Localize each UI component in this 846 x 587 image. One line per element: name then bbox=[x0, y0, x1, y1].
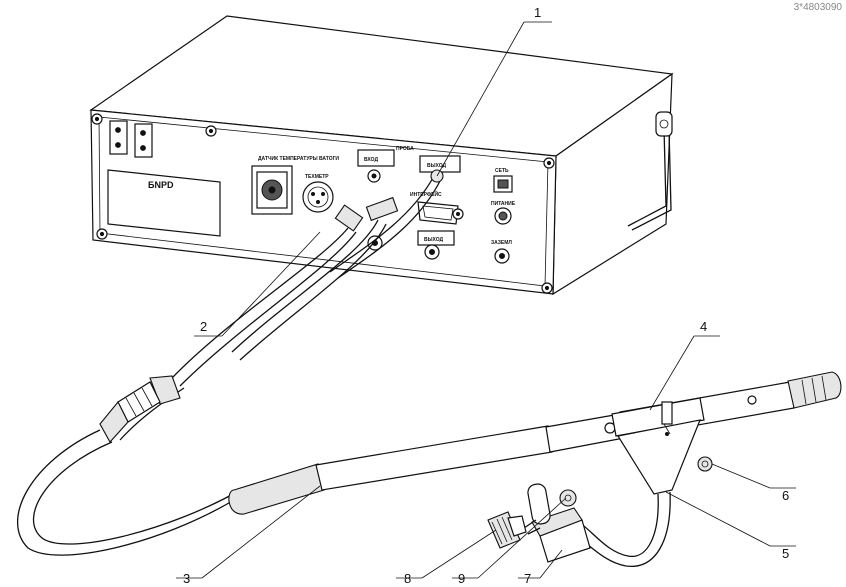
carry-handle bbox=[627, 111, 673, 231]
callout-4: 4 bbox=[700, 319, 707, 334]
fuse-plates bbox=[109, 120, 153, 158]
cables bbox=[17, 169, 444, 556]
clamp-block bbox=[523, 483, 591, 563]
svg-text:ЗАЗЕМЛ: ЗАЗЕМЛ bbox=[491, 240, 512, 246]
cable-gland bbox=[99, 375, 181, 443]
svg-text:ИНТЕРФЕЙС: ИНТЕРФЕЙС bbox=[410, 190, 442, 198]
techmeter-socket: ТЕХМЕТР bbox=[302, 174, 334, 213]
callouts: 1 2 3 4 5 6 7 8 9 bbox=[176, 5, 796, 586]
power-column: СЕТЬ ПИТАНИЕ ЗАЗЕМЛ bbox=[491, 168, 516, 264]
panel-screws bbox=[91, 113, 555, 294]
instrument-box: БNPD ДАТЧИК ТЕМПЕРАТУРЫ ВАТОГИ ТЕХМЕТР В… bbox=[89, 15, 674, 296]
corner-code: 3*4803090 bbox=[794, 2, 843, 13]
callout-8: 8 bbox=[404, 571, 411, 586]
svg-text:ВХОД: ВХОД bbox=[364, 157, 378, 163]
callout-9: 9 bbox=[458, 571, 465, 586]
callout-6: 6 bbox=[782, 488, 789, 503]
callout-2: 2 bbox=[200, 319, 207, 334]
bracket bbox=[611, 397, 705, 495]
probe-assembly bbox=[228, 371, 842, 567]
interface-connector: ИНТЕРФЕЙС bbox=[410, 190, 464, 225]
svg-text:ДАТЧИК ТЕМПЕРАТУРЫ ВАТОГИ: ДАТЧИК ТЕМПЕРАТУРЫ ВАТОГИ bbox=[258, 156, 339, 162]
svg-text:ВЫХОД: ВЫХОД bbox=[424, 237, 444, 243]
probe-label-group: ВХОД ПРОБА ВЫХОД bbox=[357, 146, 461, 183]
temperature-sensor-connector: ДАТЧИК ТЕМПЕРАТУРЫ ВАТОГИ bbox=[251, 156, 339, 215]
knurled-knob bbox=[487, 511, 527, 549]
svg-text:ПРОБА: ПРОБА bbox=[396, 146, 414, 152]
callout-1: 1 bbox=[534, 5, 541, 20]
probe-handle bbox=[228, 463, 325, 515]
svg-text:ТЕХМЕТР: ТЕХМЕТР bbox=[305, 174, 329, 180]
probe-tip bbox=[787, 371, 842, 409]
svg-text:ПИТАНИЕ: ПИТАНИЕ bbox=[491, 201, 516, 207]
round-plug bbox=[334, 204, 364, 232]
bracket-screw bbox=[697, 456, 713, 472]
callout-3: 3 bbox=[183, 571, 190, 586]
logo-text: БNPD bbox=[148, 180, 174, 190]
svg-text:ВЫХОД: ВЫХОД bbox=[427, 163, 447, 169]
probe-tube bbox=[315, 425, 553, 491]
exit-bottom-connector: ВЫХОД bbox=[367, 230, 455, 260]
callout-5: 5 bbox=[782, 546, 789, 561]
nameplate: БNPD bbox=[107, 169, 221, 237]
db-plug bbox=[365, 196, 399, 222]
callout-7: 7 bbox=[524, 571, 531, 586]
svg-text:СЕТЬ: СЕТЬ bbox=[495, 168, 509, 174]
